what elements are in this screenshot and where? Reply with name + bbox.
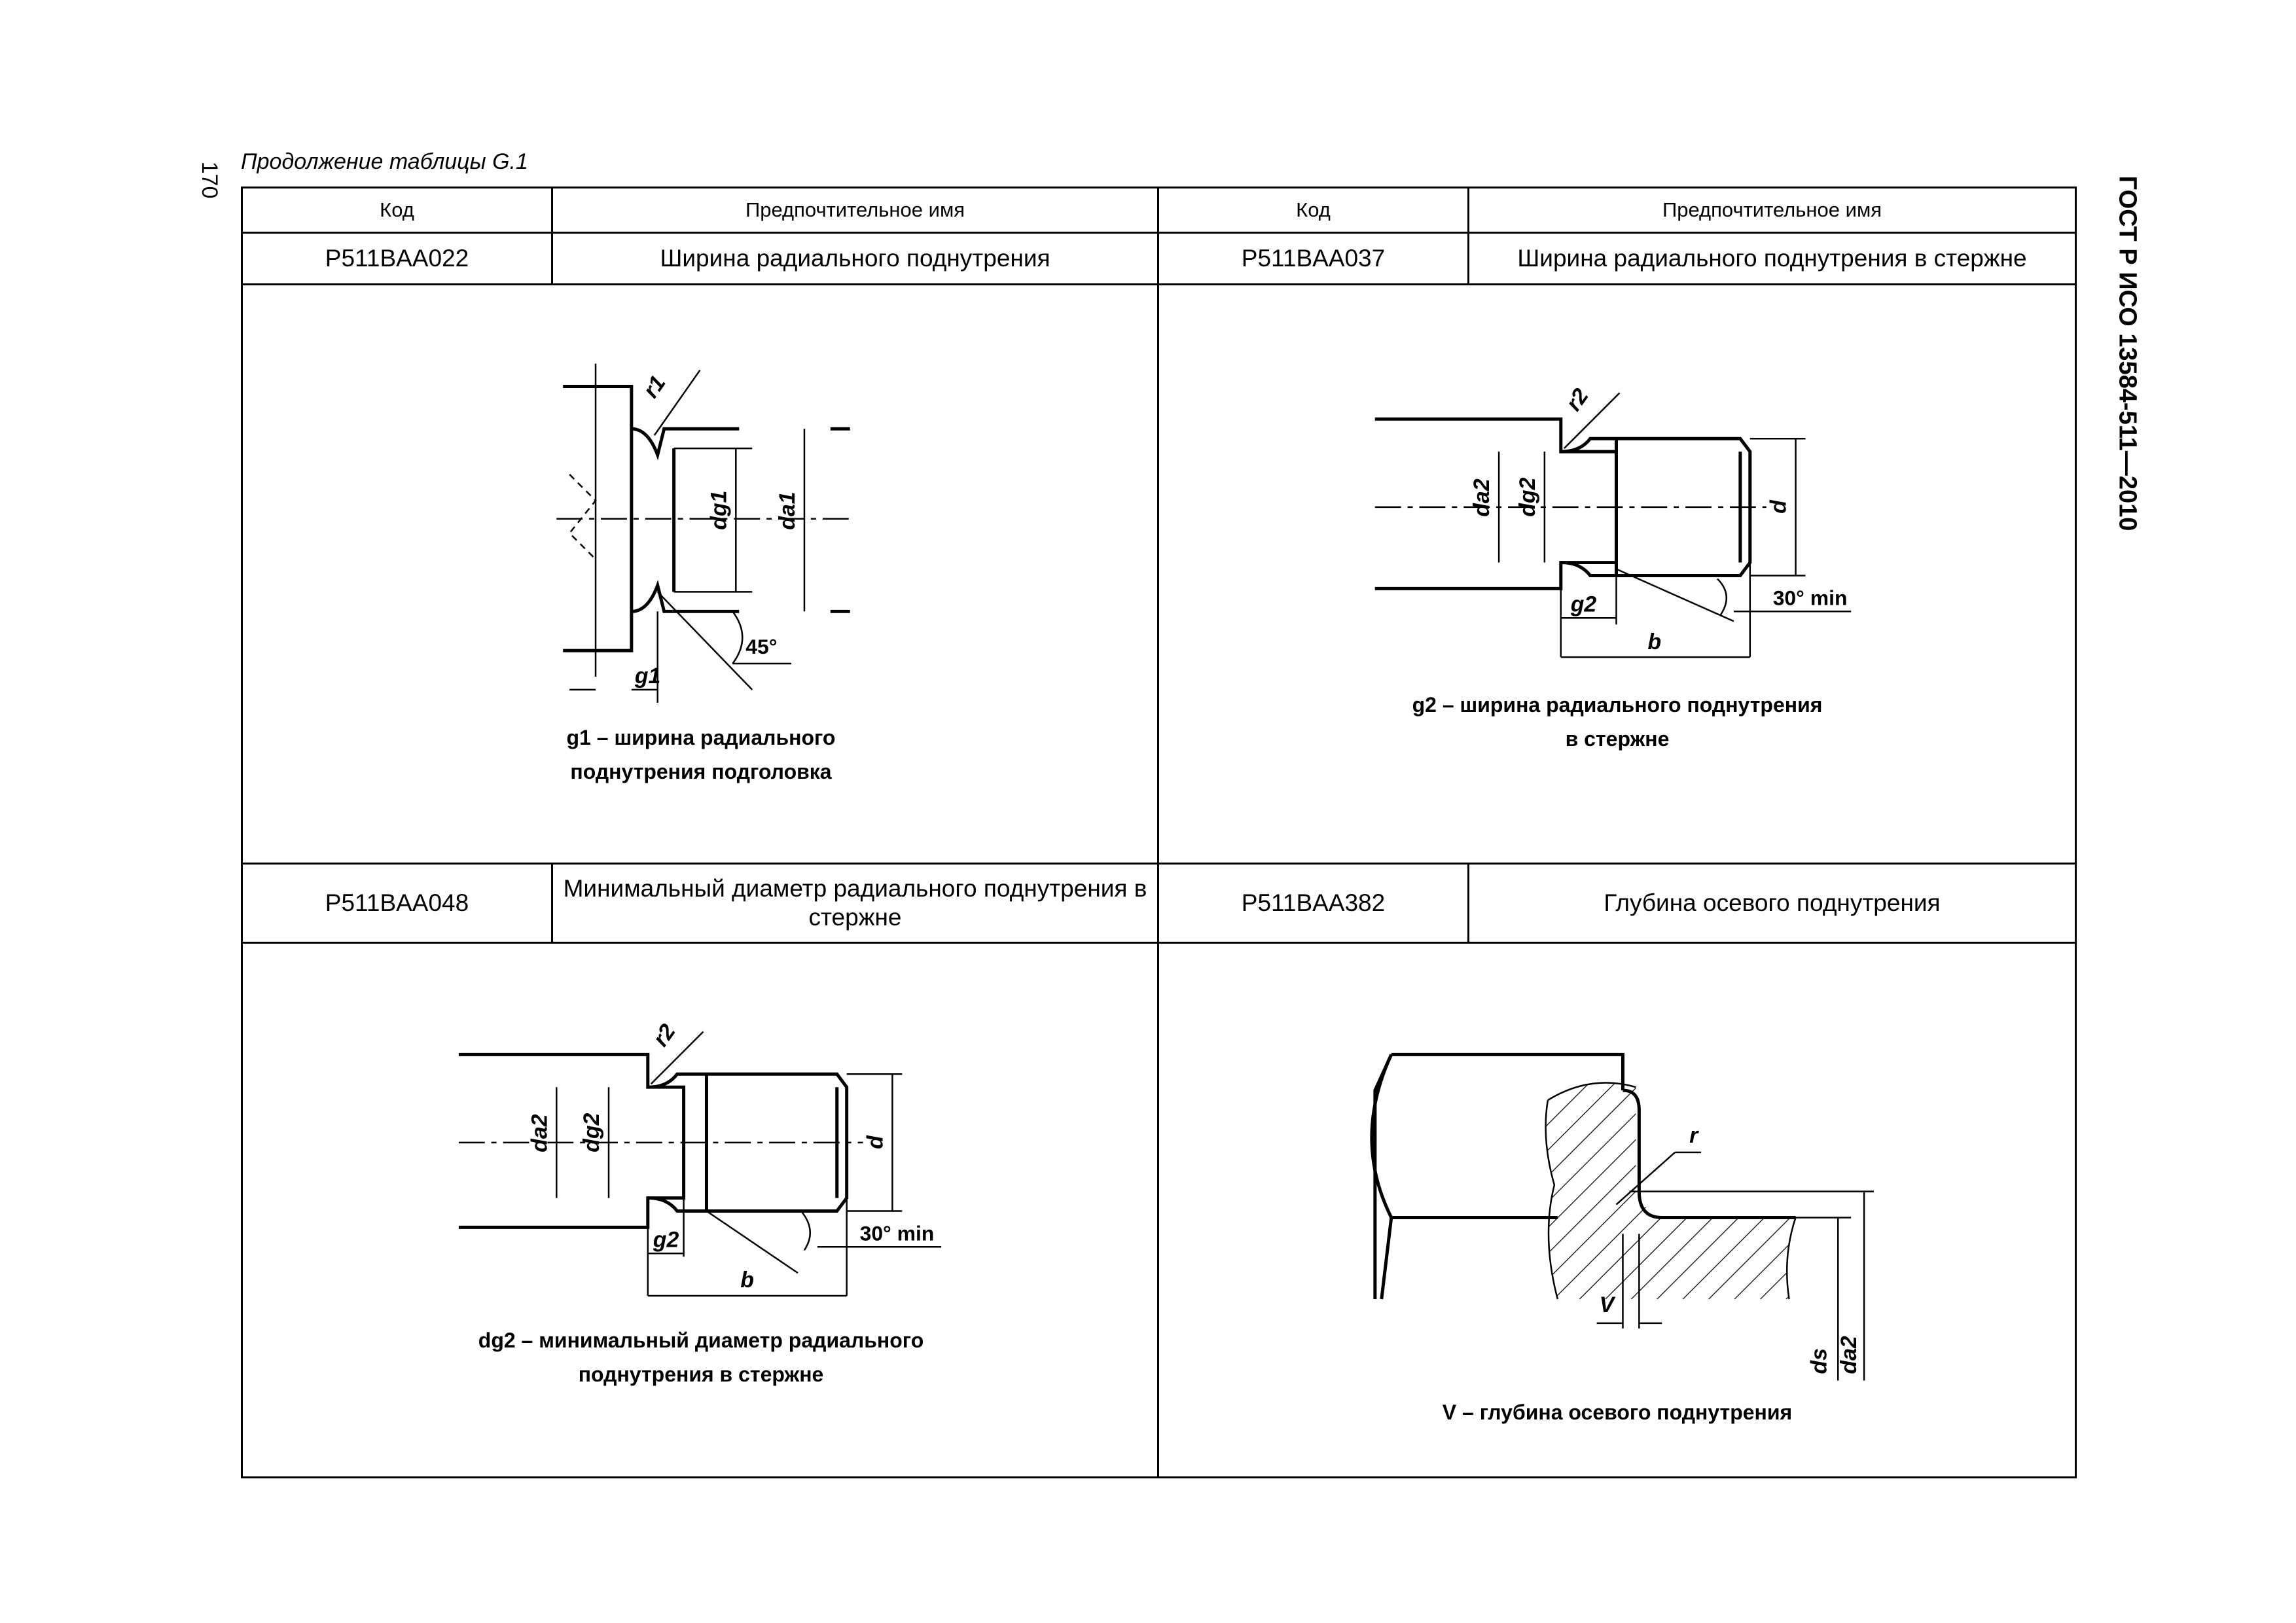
- label-da2: da2: [527, 1114, 552, 1152]
- code-cell: P511BAA022: [241, 232, 553, 285]
- label-b: b: [1647, 630, 1661, 654]
- header-name-1: Предпочтительное имя: [551, 187, 1159, 234]
- table-caption: Продолжение таблицы G.1: [241, 149, 528, 174]
- label-g2: g2: [653, 1227, 679, 1252]
- figure-head-undercut: r1 dg1 da1 g1 45° g1 – ширина радиальног…: [243, 285, 1157, 863]
- header-code-1: Код: [241, 187, 553, 234]
- head-undercut-drawing: r1 dg1 da1 g1 45°: [556, 363, 850, 703]
- shank-undercut-diameter-drawing: da2 dg2 d r2 g2 b 30° min: [458, 1020, 942, 1297]
- legend-line: в стержне: [1565, 727, 1670, 751]
- figure-legend: dg2 – минимальный диаметр радиального по…: [478, 1323, 924, 1391]
- legend-line: V – глубина осевого поднутрения: [1442, 1400, 1793, 1424]
- legend-line: g2 – ширина радиального поднутрения: [1412, 693, 1823, 717]
- label-da2: da2: [1837, 1336, 1861, 1374]
- name-cell: Минимальный диаметр радиального поднутре…: [551, 863, 1159, 944]
- label-d: d: [863, 1135, 888, 1149]
- label-r: r: [1689, 1123, 1699, 1148]
- figure-shank-undercut-diameter: da2 dg2 d r2 g2 b 30° min dg2 – минималь…: [243, 944, 1157, 1476]
- label-30-min: 30° min: [1773, 586, 1848, 609]
- label-ds: ds: [1806, 1348, 1831, 1374]
- code-cell: P511BAA037: [1157, 232, 1469, 285]
- legend-line: поднутрения в стержне: [578, 1363, 824, 1386]
- figure-cell: r1 dg1 da1 g1 45° g1 – ширина радиальног…: [241, 283, 1159, 865]
- label-d: d: [1767, 499, 1791, 514]
- name-cell: Глубина осевого поднутрения: [1467, 863, 2077, 944]
- label-45-deg: 45°: [745, 635, 777, 658]
- header-code-2: Код: [1157, 187, 1469, 234]
- label-r2: r2: [648, 1020, 681, 1051]
- figure-cell: da2 dg2 d r2 g2 b 30° min g2 – ширина ра…: [1157, 283, 2077, 865]
- name-cell: Ширина радиального поднутрения: [551, 232, 1159, 285]
- figure-cell: da2 dg2 d r2 g2 b 30° min dg2 – минималь…: [241, 942, 1159, 1478]
- axial-undercut-drawing: r V ds da2: [1370, 1052, 1874, 1381]
- table-header-row: Код Предпочтительное имя Код Предпочтите…: [241, 187, 2077, 234]
- label-g2: g2: [1570, 592, 1597, 616]
- page-number: 170: [197, 161, 222, 199]
- shank-undercut-width-drawing: da2 dg2 d r2 g2 b 30° min: [1374, 384, 1852, 658]
- legend-line: g1 – ширина радиального: [566, 726, 836, 749]
- label-r1: r1: [638, 371, 671, 402]
- code-cell: P511BAA048: [241, 863, 553, 944]
- figure-shank-undercut-width: da2 dg2 d r2 g2 b 30° min g2 – ширина ра…: [1159, 285, 2075, 863]
- figure-cell: r V ds da2 V – глубина осевого поднутрен…: [1157, 942, 2077, 1478]
- table-row: P511BAA048 Минимальный диаметр радиально…: [241, 863, 2077, 944]
- label-30-min: 30° min: [860, 1221, 935, 1245]
- label-b: b: [740, 1268, 754, 1293]
- header-name-2: Предпочтительное имя: [1467, 187, 2077, 234]
- figure-row: r1 dg1 da1 g1 45° g1 – ширина радиальног…: [241, 283, 2077, 865]
- table-row: P511BAA022 Ширина радиального поднутрени…: [241, 232, 2077, 285]
- label-r2: r2: [1561, 384, 1594, 416]
- definitions-table: Код Предпочтительное имя Код Предпочтите…: [241, 187, 2077, 1478]
- legend-line: dg2 – минимальный диаметр радиального: [478, 1329, 924, 1352]
- label-da1: da1: [775, 491, 800, 529]
- figure-row: da2 dg2 d r2 g2 b 30° min dg2 – минималь…: [241, 942, 2077, 1478]
- legend-line: поднутрения подголовка: [570, 760, 832, 783]
- figure-legend: g1 – ширина радиального поднутрения подг…: [567, 721, 836, 789]
- label-v: V: [1600, 1293, 1616, 1317]
- label-g1: g1: [634, 664, 661, 688]
- code-cell: P511BAA382: [1157, 863, 1469, 944]
- standard-title-text: ГОСТ Р ИСО 13584-511—2010: [2113, 175, 2142, 531]
- figure-axial-undercut: r V ds da2 V – глубина осевого поднутрен…: [1159, 944, 2075, 1476]
- standard-title: ГОСТ Р ИСО 13584-511—2010: [2101, 144, 2153, 563]
- label-dg2: dg2: [579, 1113, 604, 1152]
- figure-legend: g2 – ширина радиального поднутрения в ст…: [1412, 688, 1823, 756]
- label-dg1: dg1: [706, 490, 731, 529]
- label-dg2: dg2: [1515, 477, 1540, 516]
- name-cell: Ширина радиального поднутрения в стержне: [1467, 232, 2077, 285]
- label-da2: da2: [1469, 478, 1494, 517]
- figure-legend: V – глубина осевого поднутрения: [1443, 1395, 1792, 1429]
